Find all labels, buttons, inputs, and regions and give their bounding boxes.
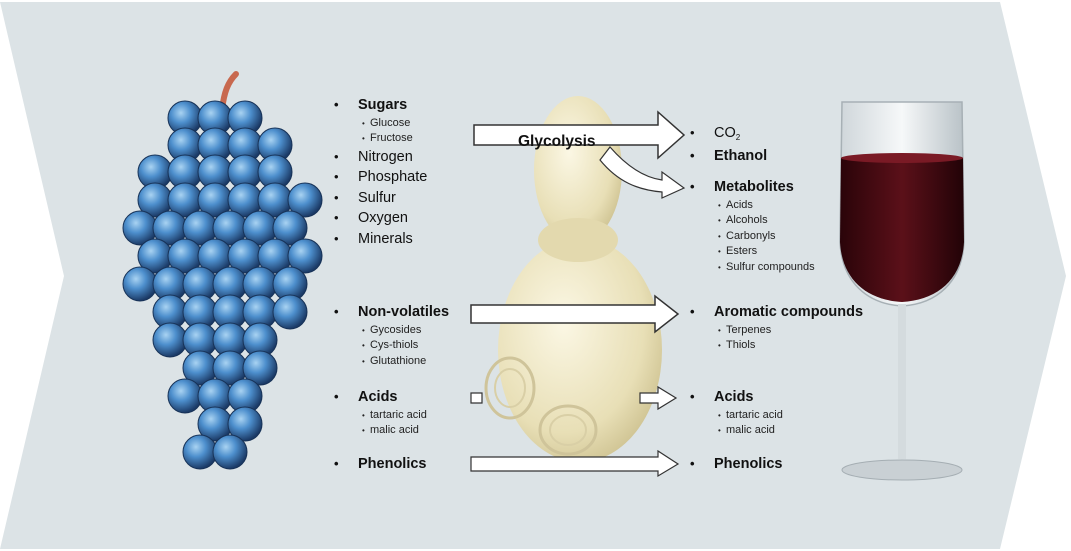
input-subitem: Glucose [334, 116, 427, 132]
output-list-top: CO2 Ethanol [690, 123, 767, 166]
output-subitem: Terpenes [690, 323, 863, 339]
input-phenolics: Phenolics [334, 454, 427, 475]
input-acids: Acids [334, 387, 427, 408]
output-subitem: Acids [690, 198, 815, 214]
input-subitem: Fructose [334, 131, 427, 147]
output-ethanol: Ethanol [690, 146, 767, 167]
input-list: Sugars Glucose Fructose Nitrogen Phospha… [334, 95, 427, 249]
acids-in-list: Acids tartaric acid malic acid [334, 387, 427, 439]
output-metabolites: Metabolites [690, 177, 815, 198]
output-subitem: Thiols [690, 338, 863, 354]
acids-arrow-left [471, 393, 482, 403]
metabolites-list: Metabolites Acids Alcohols Carbonyls Est… [690, 177, 815, 275]
nonvolatiles-arrow [471, 296, 678, 332]
aromatic-list: Aromatic compounds Terpenes Thiols [690, 302, 863, 354]
input-subitem: Gycosides [334, 323, 449, 339]
output-subitem: Carbonyls [690, 229, 815, 245]
output-subitem: tartaric acid [690, 408, 783, 424]
input-sugars: Sugars [334, 95, 427, 116]
input-nitrogen: Nitrogen [334, 147, 427, 168]
output-acids: Acids [690, 387, 783, 408]
output-subitem: Alcohols [690, 213, 815, 229]
output-co2: CO2 [690, 123, 767, 146]
glycolysis-label: Glycolysis [518, 133, 596, 151]
output-aromatic: Aromatic compounds [690, 302, 863, 323]
acids-out-list: Acids tartaric acid malic acid [690, 387, 783, 439]
input-phosphate: Phosphate [334, 167, 427, 188]
input-subitem: tartaric acid [334, 408, 427, 424]
nonvolatiles-list: Non-volatiles Gycosides Cys-thiols Gluta… [334, 302, 449, 369]
input-minerals: Minerals [334, 229, 427, 250]
output-phenolics: Phenolics [690, 454, 783, 475]
phenolics-in-list: Phenolics [334, 454, 427, 475]
acids-arrow-right [640, 387, 676, 409]
input-subitem: malic acid [334, 423, 427, 439]
input-label: Sugars [358, 97, 407, 113]
phenolics-out-list: Phenolics [690, 454, 783, 475]
input-sulfur: Sulfur [334, 188, 427, 209]
output-subitem: malic acid [690, 423, 783, 439]
input-subitem: Glutathione [334, 354, 449, 370]
metabolites-arrow [600, 147, 684, 198]
co2-text: CO [714, 125, 736, 141]
output-subitem: Sulfur compounds [690, 260, 815, 276]
output-subitem: Esters [690, 244, 815, 260]
phenolics-arrow [471, 451, 678, 476]
input-subitem: Cys-thiols [334, 338, 449, 354]
input-nonvolatiles: Non-volatiles [334, 302, 449, 323]
input-oxygen: Oxygen [334, 208, 427, 229]
co2-subscript: 2 [736, 133, 740, 142]
